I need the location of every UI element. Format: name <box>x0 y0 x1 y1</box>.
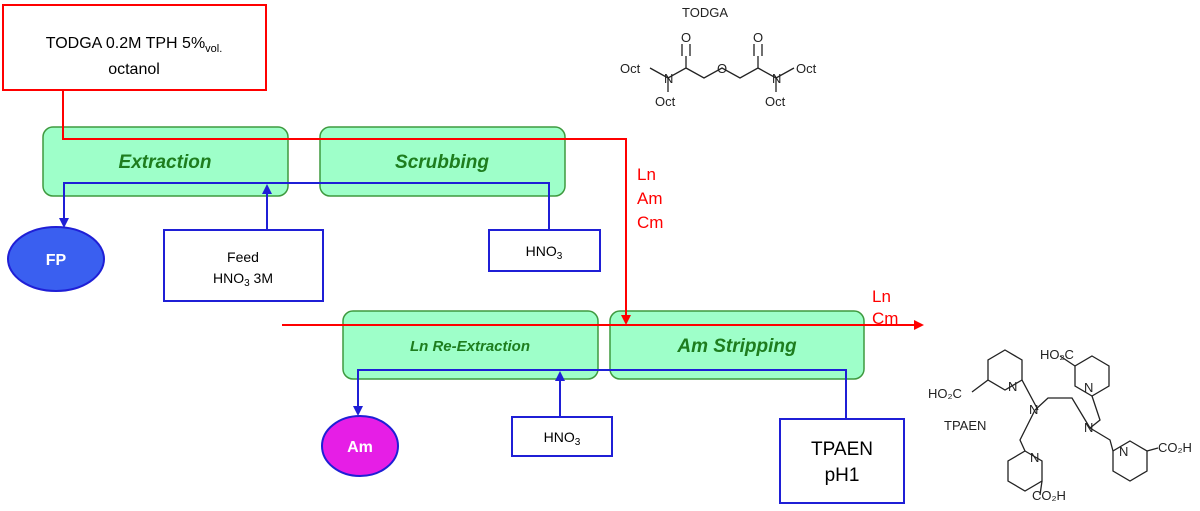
stream-am: Am <box>637 189 663 208</box>
feed-box: Feed HNO3 3M <box>163 229 324 302</box>
stream-final-cm: Cm <box>872 309 898 328</box>
todga-o-2: O <box>717 61 727 76</box>
stage-scrubbing: Scrubbing <box>319 126 566 197</box>
scrub-acid-box: HNO3 <box>488 229 601 272</box>
reext-acid-main: HNO <box>544 429 575 445</box>
stage-scrubbing-label: Scrubbing <box>395 152 489 173</box>
svg-text:HNO3: HNO3 <box>544 429 581 448</box>
aqueous-flow-lower <box>353 369 847 419</box>
todga-n-1: N <box>664 71 673 86</box>
todga-oct-2: Oct <box>655 94 676 109</box>
reext-acid-sub: 3 <box>575 437 581 448</box>
stage-am-stripping-label: Am Stripping <box>676 336 797 357</box>
tpaen-structure <box>971 349 1159 496</box>
tpaen-n-5: N <box>1030 450 1039 465</box>
stream-cm: Cm <box>637 213 663 232</box>
todga-title: TODGA <box>682 5 728 20</box>
tpaen-co2h-2: CO₂H <box>1032 488 1066 503</box>
stage-extraction: Extraction <box>42 126 289 197</box>
tpaen-ho2c-1: HO₂C <box>928 386 962 401</box>
stream-ln: Ln <box>637 165 656 184</box>
todga-o-1: O <box>681 30 691 45</box>
todga-oct-1: Oct <box>620 61 641 76</box>
stage-ln-reextraction: Ln Re-Extraction <box>342 310 599 380</box>
tpaen-ho2c-2: HO₂C <box>1040 347 1074 362</box>
tpaen-label: TPAEN <box>811 439 873 460</box>
feed-label: Feed <box>227 249 259 265</box>
tpaen-box: TPAEN pH1 <box>779 418 905 504</box>
am-label: Am <box>347 439 373 456</box>
tpaen-ph-label: pH1 <box>825 465 860 486</box>
svg-text:HNO3: HNO3 <box>526 243 563 262</box>
feed-acid-main: HNO <box>213 270 244 286</box>
todga-oct-4: Oct <box>765 94 786 109</box>
todga-oct-3: Oct <box>796 61 817 76</box>
solvent-box: TODGA 0.2M TPH 5%vol. octanol <box>2 4 267 91</box>
tpaen-co2h-1: CO₂H <box>1158 440 1192 455</box>
stream-final-ln: Ln <box>872 287 891 306</box>
todga-n-2: N <box>772 71 781 86</box>
am-output: Am <box>321 415 399 477</box>
tpaen-n-1: N <box>1008 379 1017 394</box>
todga-structure <box>649 44 795 92</box>
aqueous-flow-upper <box>59 182 550 230</box>
final-organic-label: Ln Cm <box>872 287 898 328</box>
feed-acid-sub: 3 <box>244 278 250 289</box>
svg-text:HNO3 3M: HNO3 3M <box>213 270 273 289</box>
organic-flow <box>62 90 924 330</box>
stage-extraction-label: Extraction <box>119 152 212 173</box>
tpaen-n-6: N <box>1119 444 1128 459</box>
solvent-label-sub: vol. <box>205 43 222 55</box>
svg-text:TODGA 0.2M TPH 5%vol.: TODGA 0.2M TPH 5%vol. <box>46 35 223 55</box>
fp-label: FP <box>46 252 67 269</box>
fp-output: FP <box>7 226 105 292</box>
todga-o-3: O <box>753 30 763 45</box>
stage-am-stripping: Am Stripping <box>609 310 865 380</box>
tpaen-n-3: N <box>1029 402 1038 417</box>
stage-ln-reextraction-label: Ln Re-Extraction <box>410 338 530 355</box>
feed-acid-tail: 3M <box>250 270 273 286</box>
loaded-organic-label: Ln Am Cm <box>637 165 663 232</box>
scrub-acid-main: HNO <box>526 243 557 259</box>
tpaen-labels: TPAEN HO₂C HO₂C CO₂H CO₂H N N N N N N <box>928 347 1192 503</box>
tpaen-n-2: N <box>1084 380 1093 395</box>
solvent-label-main: TODGA 0.2M TPH 5% <box>46 35 205 52</box>
reext-acid-box: HNO3 <box>511 416 613 457</box>
tpaen-title: TPAEN <box>944 418 986 433</box>
scrub-acid-sub: 3 <box>557 251 563 262</box>
tpaen-n-4: N <box>1084 420 1093 435</box>
todga-labels: TODGA Oct Oct Oct Oct N N O O O <box>620 5 817 109</box>
solvent-label-octanol: octanol <box>108 61 160 78</box>
